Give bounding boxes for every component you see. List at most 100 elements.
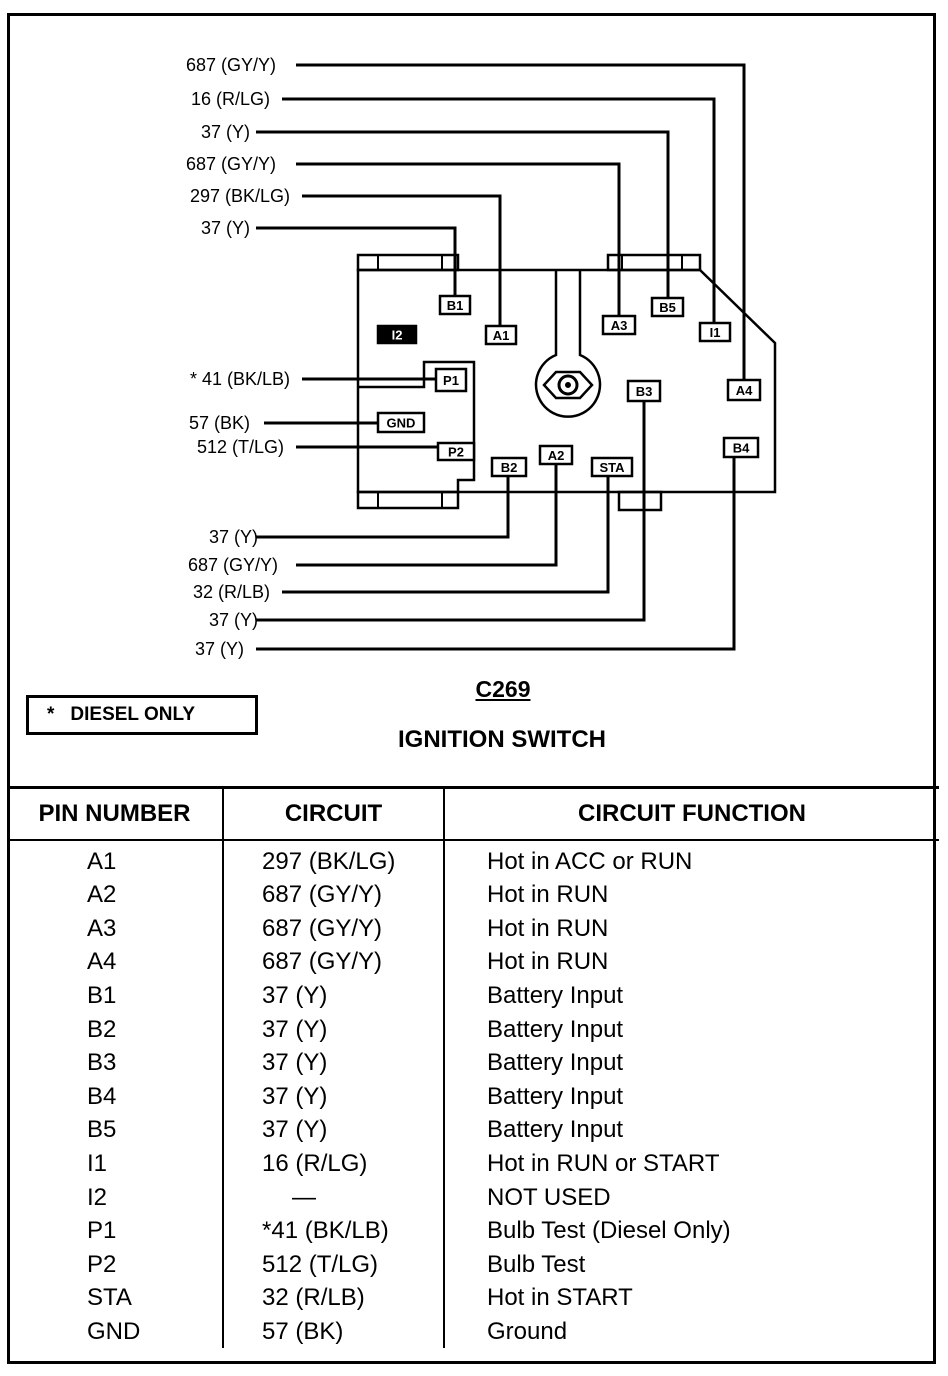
circuit-function-cell: Hot in RUN [443,945,939,979]
pin-a2: A2 [538,444,574,466]
table-row: A4 687 (GY/Y)Hot in RUN [7,945,939,979]
table-row: I2—NOT USED [7,1180,939,1214]
circuit-cell: 32 (R/LB) [222,1281,444,1315]
pin-number-cell: B3 [87,1049,117,1077]
wire-a1 [302,194,502,326]
circuit-function-cell: Battery Input [443,1045,939,1080]
wire-a2 [296,464,558,567]
circuit-function-cell: Battery Input [443,1113,939,1147]
wire-a4 [296,63,746,383]
wire-label-i1: 16 (R/LG) [191,89,270,109]
wire-labels: 687 (GY/Y)16 (R/LG)37 (Y)687 (GY/Y)297 (… [186,55,290,659]
circuit-function-cell: Hot in RUN [443,911,939,946]
pin-number-cell: GND [87,1318,141,1346]
table-row: B5 37 (Y)Battery Input [7,1113,939,1147]
pin-b2: B2 [490,456,528,478]
connector-id: C269 [475,676,531,702]
pin-gnd: GND [376,411,426,434]
circuit-cell: 687 (GY/Y) [222,945,444,979]
table-row: P1*41 (BK/LB)Bulb Test (Diesel Only) [7,1213,939,1248]
pin-i1: I1 [698,321,732,343]
pin-number-cell: A3 [87,914,117,942]
page-frame [7,13,936,1364]
pin-number-cell: A4 [87,948,117,976]
table-row: GND 57 (BK)Ground [7,1314,939,1349]
header-circuit-function: CIRCUIT FUNCTION [443,788,939,841]
wire-label-gnd: 57 (BK) [189,413,250,433]
circuit-function-cell: Battery Input [443,978,939,1013]
wire-label-a3: 687 (GY/Y) [186,154,276,174]
circuit-function-cell: Hot in START [443,1281,939,1315]
wire-label-a4: 687 (GY/Y) [186,55,276,75]
wire-label-sta: 32 (R/LB) [193,582,270,602]
pin-number-cell: I1 [87,1150,108,1178]
pin-label: P1 [443,373,459,388]
circuit-cell: 687 (GY/Y) [222,878,444,912]
wire-label-b3: 37 (Y) [209,610,258,630]
diesel-only-note: * DIESEL ONLY [26,695,258,735]
pin-b5: B5 [650,296,685,318]
pin-label: A2 [548,448,565,463]
circuit-cell: 37 (Y) [222,1079,444,1114]
wire-b1 [256,226,457,296]
circuit-function-cell: Bulb Test (Diesel Only) [443,1213,939,1248]
wire-label-p2: 512 (T/LG) [197,437,284,457]
pin-number-cell: STA [87,1284,132,1312]
pin-label: B1 [447,298,464,313]
wire-b5 [256,130,670,298]
pin-label: A1 [493,328,510,343]
pin-number-cell: P1 [87,1217,117,1245]
pin-i2: I2 [376,324,418,345]
table-row: B1 37 (Y)Battery Input [7,978,939,1013]
connector-name: IGNITION SWITCH [398,726,606,753]
table-row: B3 37 (Y)Battery Input [7,1045,939,1080]
pin-a4: A4 [726,378,762,402]
wire-b2 [256,476,510,539]
table-header-row: PIN NUMBER CIRCUIT CIRCUIT FUNCTION [7,788,939,841]
circuit-function-cell: Ground [443,1314,939,1349]
pin-number-cell: A2 [87,881,117,909]
section-divider [7,786,939,789]
pin-label: B5 [659,300,676,315]
pin-label: I1 [710,325,721,340]
pin-p2: P2 [436,441,476,462]
pin-number-cell: B5 [87,1116,117,1144]
note-text: DIESEL ONLY [70,704,196,725]
pin-label: I2 [392,328,403,343]
header-circuit: CIRCUIT [222,788,444,841]
pin-p1: P1 [434,367,468,393]
circuit-function-cell: Battery Input [443,1079,939,1114]
circuit-cell: 37 (Y) [222,978,444,1013]
pin-b1: B1 [438,294,472,316]
wire-i1 [282,97,716,323]
circuit-cell: 57 (BK) [222,1314,444,1349]
wire-label-a2: 687 (GY/Y) [188,555,278,575]
pin-number-cell: P2 [87,1250,117,1278]
header-pin-number: PIN NUMBER [7,788,223,841]
pin-label: STA [599,460,625,475]
circuit-cell: 37 (Y) [222,1113,444,1147]
pin-label: B2 [501,460,518,475]
pin-label: P2 [448,445,464,460]
circuit-cell: 512 (T/LG) [222,1247,444,1282]
pin-label: A4 [736,383,753,398]
wire-a3 [296,162,621,316]
wire-label-b1: 37 (Y) [201,218,250,238]
pin-label: A3 [611,318,628,333]
asterisk-symbol: * [47,704,55,725]
pin-number-cell: A1 [87,848,117,875]
pin-table: PIN NUMBER CIRCUIT CIRCUIT FUNCTION A1 29… [7,788,939,1349]
circuit-cell: 37 (Y) [222,1045,444,1080]
pin-label: GND [387,416,416,431]
pin-number-cell: B2 [87,1015,117,1043]
pin-number-cell: B1 [87,982,117,1010]
circuit-cell: 297 (BK/LG) [222,840,444,878]
circuit-cell: — [222,1180,444,1214]
